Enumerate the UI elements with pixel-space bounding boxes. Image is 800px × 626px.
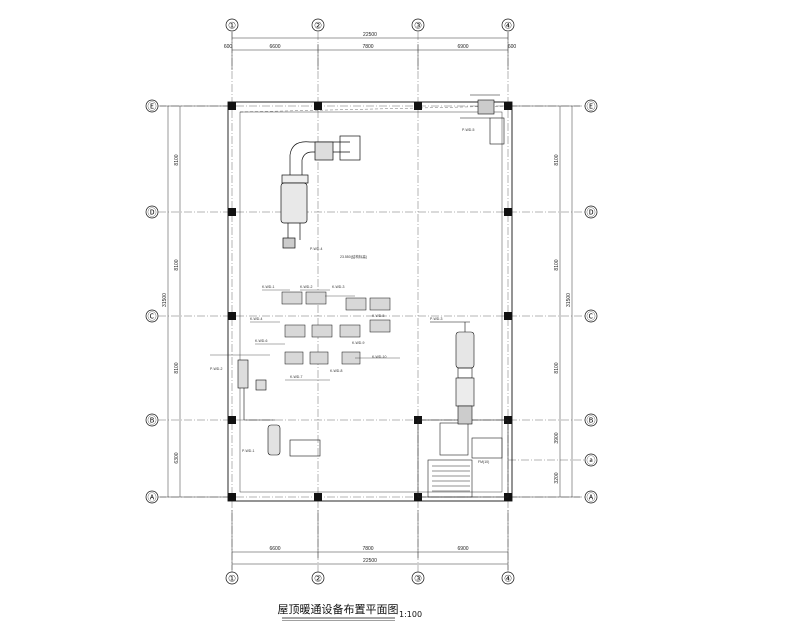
axis-1-top: ① — [228, 21, 236, 31]
right-span-3: 8100 — [554, 362, 560, 373]
ac-unit-cluster — [281, 291, 391, 365]
axis-B-left: Ⓑ — [147, 416, 156, 426]
elevation-note: 23.550(结构标高) — [340, 254, 367, 259]
bottom-span-3: 6900 — [457, 546, 468, 552]
tag-pwd-2: P-WD-2 — [210, 367, 222, 371]
left-span-4: 6300 — [174, 452, 180, 463]
axis-C-left: Ⓒ — [147, 312, 156, 322]
axis-A-right: Ⓐ — [586, 493, 595, 503]
right-span-2: 8100 — [554, 259, 560, 270]
left-span-1: 8100 — [174, 154, 180, 165]
top-span-3: 6900 — [457, 44, 468, 50]
top-span-2: 7800 — [362, 44, 373, 50]
axis-3-bottom: ③ — [414, 574, 422, 584]
axis-4-bottom: ④ — [504, 574, 512, 584]
axis-D-right: Ⓓ — [586, 208, 595, 218]
tag-k-wd-1: K-WD-1 — [262, 285, 274, 289]
exhaust-fan-top-right — [460, 94, 505, 145]
axis-B-right: Ⓑ — [586, 416, 595, 426]
left-span-2: 8100 — [174, 259, 180, 270]
stair-core — [417, 419, 509, 498]
tag-k-wd-10: K-WD-10 — [372, 355, 386, 359]
top-span-1: 6600 — [269, 44, 280, 50]
top-edge-left: 600 — [224, 44, 233, 50]
left-total-dim: 31500 — [162, 293, 168, 307]
axis-2-top: ② — [314, 21, 322, 31]
roof-outline — [227, 101, 513, 502]
tag-k-wd-9: K-WD-9 — [352, 341, 364, 345]
tag-pwd-1: P-WD-1 — [242, 449, 254, 453]
top-edge-right: 600 — [508, 44, 517, 50]
axis-E-left: Ⓔ — [147, 102, 156, 112]
fm-door-label: FM(10) — [478, 460, 489, 464]
bottom-span-2: 7800 — [362, 546, 373, 552]
exhaust-fans-left — [237, 359, 321, 457]
tag-pwd-4: P-WD-4 — [310, 247, 322, 251]
right-axis-labels — [584, 99, 598, 504]
axis-E-right: Ⓔ — [586, 102, 595, 112]
axis-A-left: Ⓐ — [147, 493, 156, 503]
tag-k-wd-5: K-WD-5 — [372, 314, 384, 318]
bottom-total-dim: 22500 — [363, 558, 377, 564]
drawing-title: 屋顶暖通设备布置平面图 — [278, 602, 399, 616]
tag-k-wd-4: K-WD-4 — [250, 317, 262, 321]
exhaust-fan-right — [430, 321, 475, 425]
right-total-dim: 31500 — [566, 293, 572, 307]
bottom-axis-labels — [225, 571, 515, 585]
ac-tag-leaders — [210, 289, 400, 381]
tag-k-wd-3: K-WD-3 — [332, 285, 344, 289]
axis-C-right: Ⓒ — [586, 312, 595, 322]
right-span-1: 8100 — [554, 154, 560, 165]
drawing-scale: 1:100 — [399, 610, 422, 619]
tag-k-wd-6: K-WD-6 — [255, 339, 267, 343]
right-span-5: 3200 — [554, 472, 560, 483]
axis-4-top: ④ — [504, 21, 512, 31]
tag-k-wd-8: K-WD-8 — [330, 369, 342, 373]
tag-pwd-5: P-WD-5 — [462, 128, 474, 132]
right-span-4: 3900 — [554, 432, 560, 443]
bottom-span-1: 6600 — [269, 546, 280, 552]
axis-1A-right: ⓐ — [586, 456, 595, 466]
tag-k-wd-2: K-WD-2 — [300, 285, 312, 289]
top-total-dim: 22500 — [363, 32, 377, 38]
tag-k-wd-7: K-WD-7 — [290, 375, 302, 379]
tag-pwd-3: P-WD-3 — [430, 317, 442, 321]
left-axis-labels — [145, 99, 159, 504]
axis-1-bottom: ① — [228, 574, 236, 584]
axis-2-bottom: ② — [314, 574, 322, 584]
top-axis-labels — [225, 18, 515, 32]
axis-D-left: Ⓓ — [147, 208, 156, 218]
axis-3-top: ③ — [414, 21, 422, 31]
left-span-3: 8100 — [174, 362, 180, 373]
exhaust-duct-left — [280, 135, 361, 249]
